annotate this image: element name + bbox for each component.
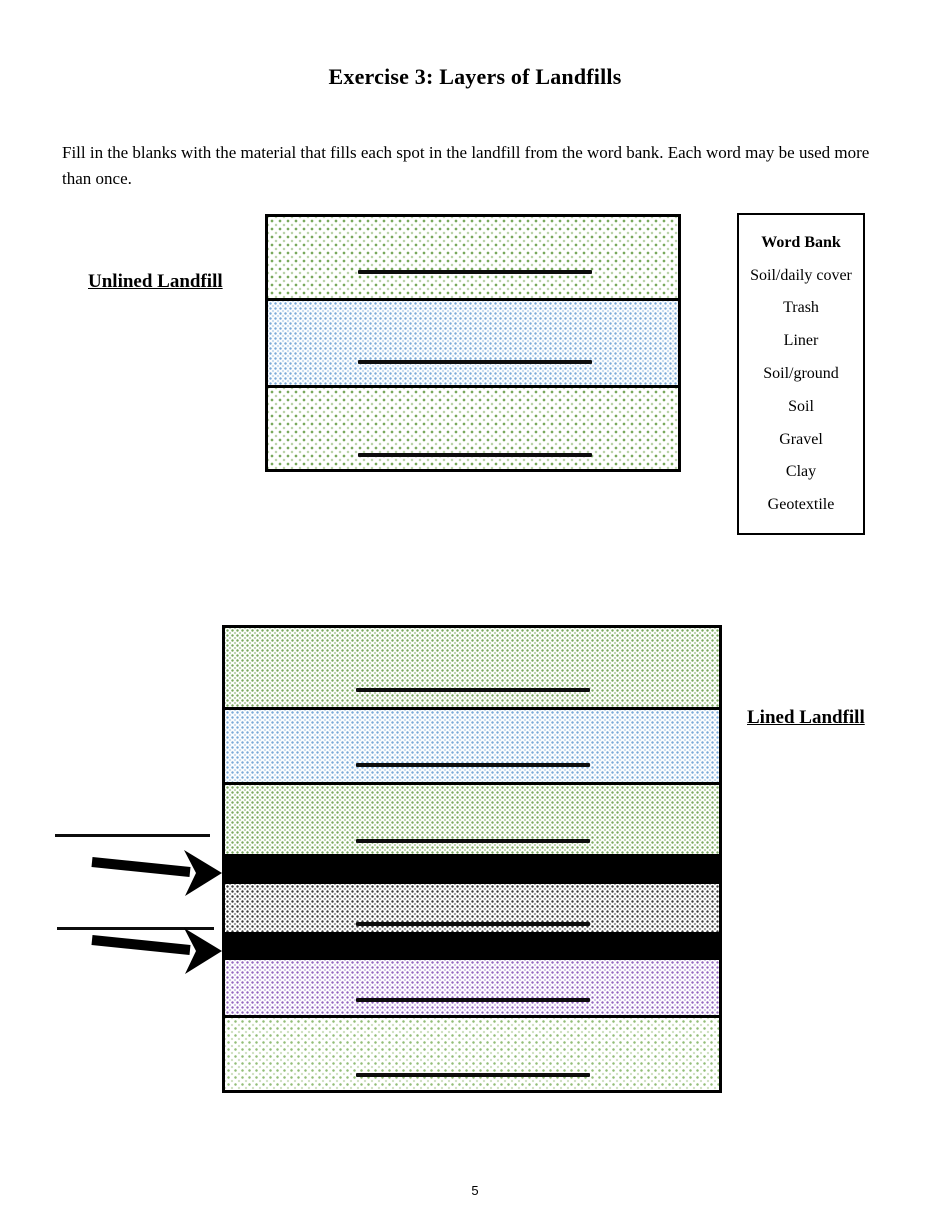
- answer-blank-callout-2[interactable]: [57, 927, 214, 930]
- arrow-right-icon: [91, 850, 222, 896]
- unlined-landfill-label: Unlined Landfill: [88, 271, 223, 292]
- answer-blank-lined-6[interactable]: [356, 1073, 590, 1077]
- unlined-layer-top-soil: [268, 217, 678, 298]
- lined-layer-7-clay: [225, 960, 719, 1015]
- word-bank-item: Soil: [788, 397, 814, 415]
- word-bank-item: Gravel: [779, 430, 823, 448]
- answer-blank-lined-3[interactable]: [356, 839, 590, 843]
- word-bank-title: Word Bank: [761, 233, 841, 251]
- word-bank-item: Soil/daily cover: [750, 266, 852, 284]
- answer-blank-callout-1[interactable]: [55, 834, 210, 837]
- answer-blank-unlined-2[interactable]: [358, 360, 592, 364]
- answer-blank-lined-5[interactable]: [356, 998, 590, 1002]
- answer-blank-lined-2[interactable]: [356, 763, 590, 767]
- lined-layer-4-liner-band: [225, 854, 719, 884]
- answer-blank-lined-1[interactable]: [356, 688, 590, 692]
- arrow-right-icon: [91, 928, 222, 974]
- unlined-landfill-diagram: [265, 214, 681, 472]
- lined-layer-8-ground: [225, 1015, 719, 1090]
- lined-layer-2-trash: [225, 707, 719, 782]
- word-bank-item: Clay: [785, 463, 817, 481]
- unlined-layer-bottom-ground: [268, 385, 678, 469]
- word-bank-item: Liner: [783, 332, 819, 350]
- answer-blank-unlined-1[interactable]: [358, 270, 592, 274]
- unlined-layer-middle-trash: [268, 298, 678, 385]
- lined-landfill-label: Lined Landfill: [747, 707, 865, 728]
- lined-layer-5-gravel: [225, 884, 719, 932]
- answer-blank-lined-4[interactable]: [356, 922, 590, 926]
- word-bank: Word Bank Soil/daily cover Trash Liner S…: [737, 213, 865, 535]
- instructions-text: Fill in the blanks with the material tha…: [62, 143, 870, 188]
- lined-layer-1-cover: [225, 628, 719, 707]
- word-bank-item: Trash: [783, 299, 819, 317]
- lined-layer-6-liner-band: [225, 932, 719, 960]
- word-bank-item: Soil/ground: [763, 364, 839, 382]
- lined-landfill-diagram: [222, 625, 722, 1093]
- word-bank-item: Geotextile: [767, 496, 835, 514]
- answer-blank-unlined-3[interactable]: [358, 453, 592, 457]
- page-title: Exercise 3: Layers of Landfills: [328, 64, 622, 89]
- page-number: 5: [471, 1183, 479, 1198]
- lined-layer-3-soil: [225, 782, 719, 854]
